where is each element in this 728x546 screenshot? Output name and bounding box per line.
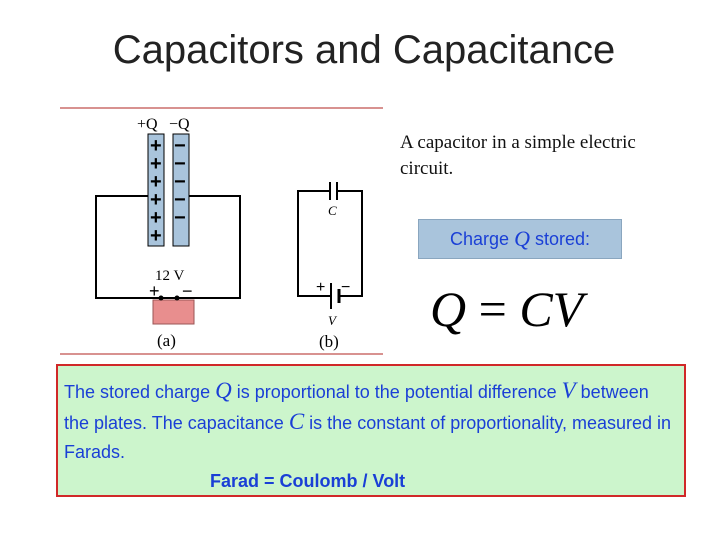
charge-stored-box: Charge Q stored: <box>418 219 622 259</box>
positive-plate <box>147 133 165 247</box>
label-a: (a) <box>157 331 176 350</box>
slide-title: Capacitors and Capacitance <box>112 28 616 72</box>
battery-minus: − <box>182 281 193 301</box>
minus-sign: − <box>174 189 186 211</box>
charge-suffix: stored: <box>534 228 590 249</box>
info-text: The stored charge <box>64 382 216 402</box>
info-v-symbol: V <box>561 378 576 403</box>
minus-sign: − <box>174 171 186 193</box>
circuit-b-wires <box>297 190 363 297</box>
plus-q-label: +Q <box>137 116 158 133</box>
figure-caption: A capacitor in a simple electric circuit… <box>400 132 636 179</box>
plus-sign: + <box>150 153 162 175</box>
charge-prefix: Charge <box>450 228 510 249</box>
capacitor-symbol-label: C <box>328 203 337 218</box>
capacitance-formula: Q = CV <box>430 280 620 338</box>
source-plus: + <box>316 279 325 296</box>
source-minus: − <box>341 279 350 296</box>
formula-rhs: CV <box>519 281 584 337</box>
plus-sign: + <box>150 189 162 211</box>
label-b: (b) <box>319 332 339 351</box>
battery <box>152 299 195 325</box>
plus-sign: + <box>150 171 162 193</box>
source-label: V <box>328 313 338 328</box>
formula-lhs: Q <box>430 281 467 337</box>
plus-sign: + <box>150 225 162 247</box>
farad-definition: Farad = Coulomb / Volt <box>210 471 406 491</box>
minus-sign: − <box>174 153 186 175</box>
charge-symbol: Q <box>514 226 530 251</box>
battery-voltage-label: 12 V <box>155 268 184 284</box>
battery-plus: + <box>149 281 160 301</box>
info-c-symbol: C <box>288 409 305 434</box>
info-q-symbol: Q <box>215 378 232 403</box>
battery-terminal <box>158 295 164 301</box>
negative-plate <box>172 133 190 247</box>
explanation-box: The stored charge Q is proportional to t… <box>56 364 686 497</box>
plus-sign: + <box>150 135 162 157</box>
minus-sign: − <box>174 135 186 157</box>
plus-sign: + <box>150 207 162 229</box>
minus-sign: − <box>174 207 186 229</box>
circuit-a-wires <box>95 195 241 299</box>
info-text: is proportional to the potential differe… <box>231 382 562 402</box>
info-text: is the constant of proportionality, meas… <box>64 413 672 462</box>
formula-equals: = <box>478 281 507 337</box>
battery-terminal <box>174 295 180 301</box>
minus-q-label: −Q <box>169 116 190 133</box>
info-text: between the plates. The capacitance <box>64 382 649 433</box>
